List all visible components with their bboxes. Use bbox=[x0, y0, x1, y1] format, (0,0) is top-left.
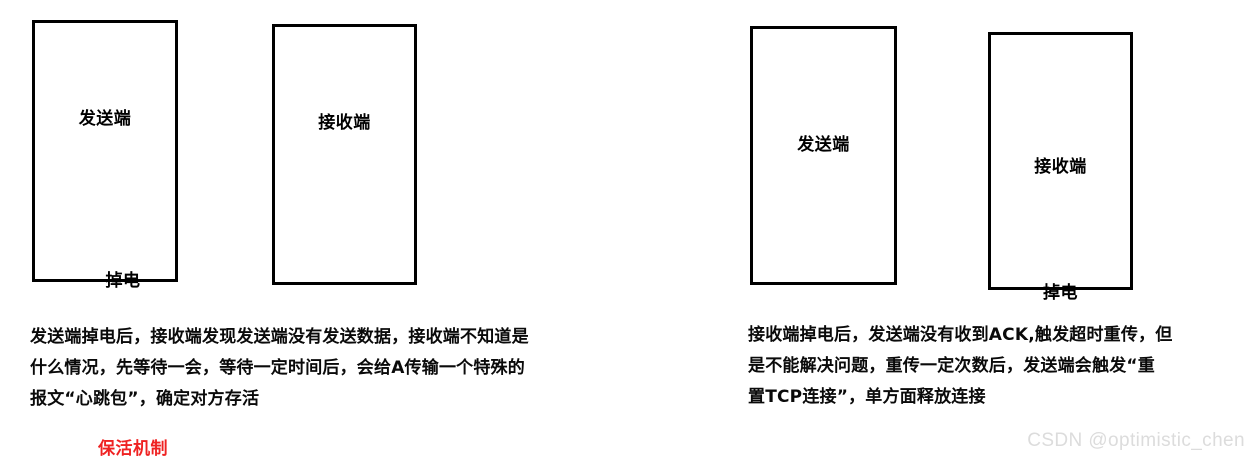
receiver-node-box-left: 接收端 bbox=[272, 24, 417, 285]
description-line: 接收端掉电后，发送端没有收到ACK,触发超时重传，但 bbox=[748, 325, 1173, 345]
sender-node-box-right: 发送端 bbox=[750, 26, 897, 285]
description-line: 发送端掉电后，接收端发现发送端没有发送数据，接收端不知道是 bbox=[30, 327, 529, 347]
description-line: 置TCP连接”，单方面释放连接 bbox=[748, 387, 986, 407]
sender-power-loss-description: 发送端掉电后，接收端发现发送端没有发送数据，接收端不知道是 什么情况，先等待一会… bbox=[30, 322, 630, 415]
sender-node-box-left: 发送端 掉电 bbox=[32, 20, 178, 290]
description-line: 什么情况，先等待一会，等待一定时间后，会给A传输一个特殊的 bbox=[30, 358, 525, 378]
receiver-node-role-label-right: 接收端 bbox=[1034, 157, 1087, 177]
receiver-node-state-label-right: 掉电 bbox=[1043, 283, 1078, 303]
sender-node-role-label-left: 发送端 bbox=[78, 109, 132, 129]
csdn-watermark: CSDN @optimistic_chen bbox=[1027, 430, 1245, 451]
receiver-node-role-label-left: 接收端 bbox=[318, 113, 371, 133]
description-line: 报文“心跳包”，确定对方存活 bbox=[30, 389, 260, 409]
sender-node-role-label-right: 发送端 bbox=[797, 135, 850, 155]
receiver-node-box-right: 接收端 掉电 bbox=[988, 32, 1133, 302]
receiver-power-loss-description: 接收端掉电后，发送端没有收到ACK,触发超时重传，但 是不能解决问题，重传一定次… bbox=[748, 320, 1248, 413]
keepalive-mechanism-annotation: 保活机制 bbox=[98, 439, 168, 459]
description-line: 是不能解决问题，重传一定次数后，发送端会触发“重 bbox=[748, 356, 1155, 376]
sender-node-state-label-left: 掉电 bbox=[105, 271, 141, 291]
